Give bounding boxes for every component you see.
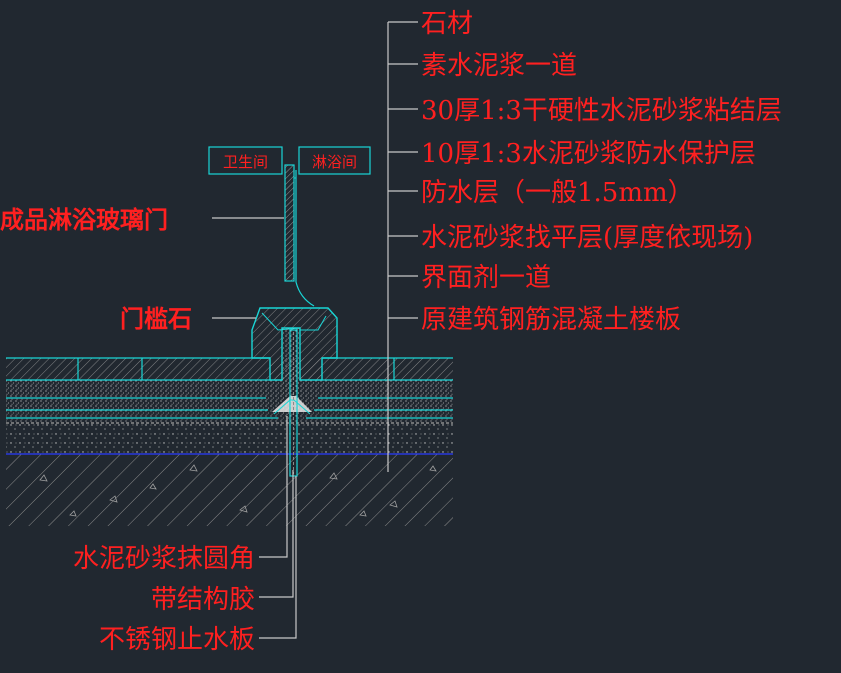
label-cement-slurry: 素水泥浆一道 <box>421 51 577 81</box>
label-steel-waterstop: 不锈钢止水板 <box>99 625 255 655</box>
room-labels: 卫生间 淋浴间 <box>208 146 371 175</box>
bathroom-label: 卫生间 <box>223 153 268 171</box>
label-structural-adhesive: 带结构胶 <box>151 585 255 615</box>
leveling-layer <box>6 424 453 454</box>
bottom-callouts: 水泥砂浆抹圆角 带结构胶 不锈钢止水板 <box>73 416 297 655</box>
stone-layer <box>6 358 453 380</box>
bonding-layer <box>6 380 453 410</box>
label-protection-layer: 10厚1:3水泥砂浆防水保护层 <box>421 139 756 169</box>
label-threshold: 门槛石 <box>120 305 192 333</box>
left-callouts: 成品淋浴玻璃门 门槛石 <box>0 206 284 333</box>
concrete-slab <box>6 454 453 526</box>
bathroom-box <box>208 146 283 175</box>
floor-layers <box>6 357 453 526</box>
label-interface-agent: 界面剂一道 <box>421 263 551 293</box>
shower-box <box>298 146 371 175</box>
right-callout: 石材 素水泥浆一道 30厚1:3干硬性水泥砂浆粘结层 10厚1:3水泥砂浆防水保… <box>387 9 782 472</box>
label-glass-door: 成品淋浴玻璃门 <box>0 206 168 234</box>
protection-layer <box>6 410 453 422</box>
glass-door <box>284 164 315 307</box>
slab-aggregate <box>39 464 437 517</box>
label-mortar-fillet: 水泥砂浆抹圆角 <box>73 544 255 574</box>
label-leveling-layer: 水泥砂浆找平层(厚度依现场) <box>421 223 753 253</box>
shower-label: 淋浴间 <box>312 153 357 171</box>
label-waterproof-layer: 防水层（一般1.5mm） <box>421 178 694 208</box>
label-concrete-slab: 原建筑钢筋混凝土楼板 <box>421 305 681 335</box>
label-bonding-layer: 30厚1:3干硬性水泥砂浆粘结层 <box>421 96 782 126</box>
label-stone: 石材 <box>421 9 473 39</box>
